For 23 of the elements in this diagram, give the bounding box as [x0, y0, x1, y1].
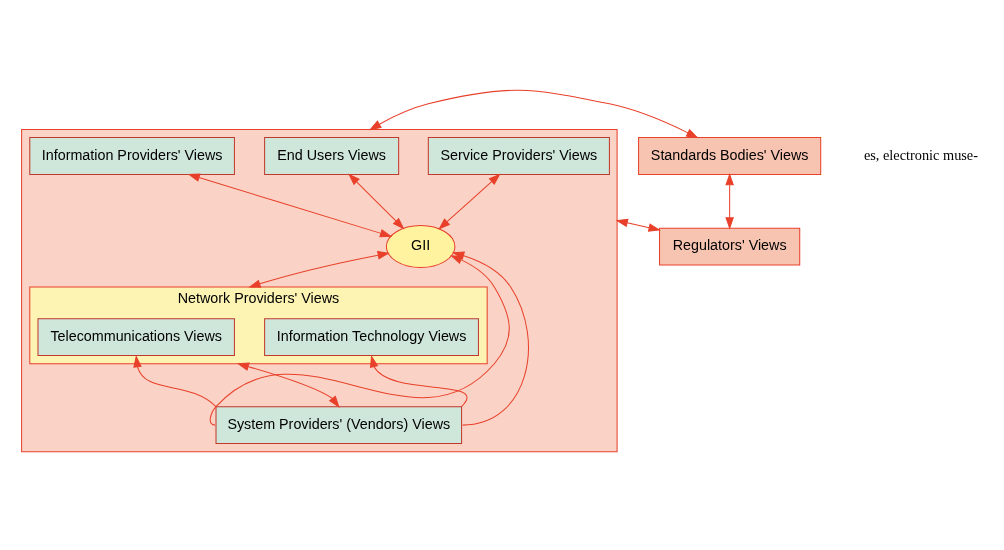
arrow — [368, 89, 699, 139]
node-box: Telecommunications Views — [36, 318, 235, 357]
node-box: Information Technology Views — [263, 318, 479, 357]
arrow — [187, 173, 392, 238]
arrow — [437, 173, 501, 230]
arrow — [247, 251, 390, 288]
arrow — [451, 251, 529, 426]
node-box: Standards Bodies' Views — [637, 137, 821, 175]
cluster — [20, 128, 618, 453]
node-box: End Users Views — [263, 137, 399, 175]
node-ellipse: GII — [385, 225, 455, 269]
arrow — [724, 172, 734, 230]
arrow — [615, 218, 661, 232]
node-box: Service Providers' Views — [427, 137, 610, 175]
arrow — [236, 362, 340, 408]
node-box: Information Providers' Views — [28, 137, 235, 175]
arrow — [369, 355, 467, 408]
arrow — [132, 355, 216, 408]
node-box: System Providers' (Vendors) Views — [215, 406, 462, 445]
arrow — [209, 255, 510, 426]
node-box: Regulators' Views — [658, 227, 800, 266]
label: es, electronic muse- — [863, 146, 978, 163]
arrow — [347, 173, 404, 230]
